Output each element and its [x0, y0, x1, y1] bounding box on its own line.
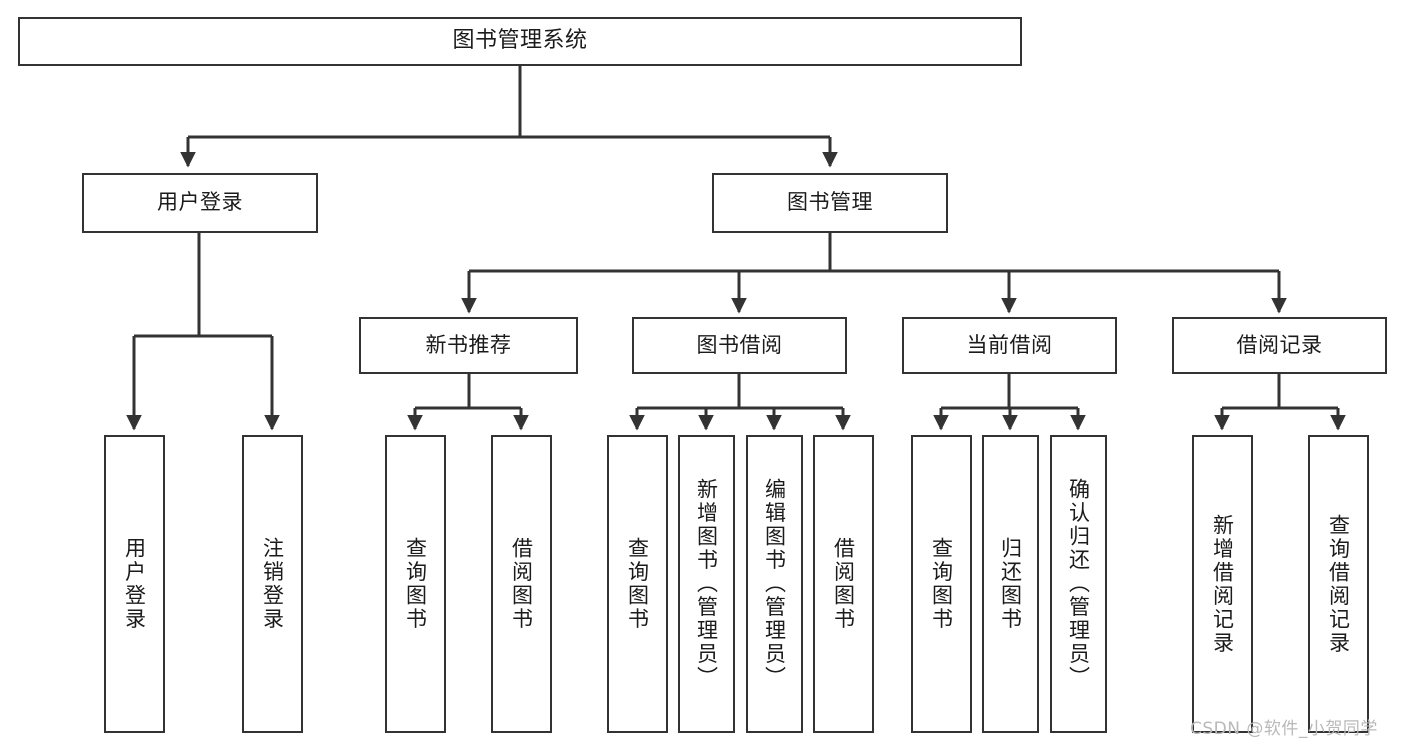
- leaf-borrow-book-2-label: 借阅图书: [831, 537, 856, 631]
- node-new-book-recommend[interactable]: 新书推荐: [359, 317, 578, 374]
- node-user-login-label: 用户登录: [157, 190, 243, 215]
- leaf-edit-book-label: 编辑图书（管理员）: [762, 478, 787, 690]
- leaf-borrow-book-1-label: 借阅图书: [509, 537, 534, 631]
- leaf-return-book[interactable]: 归还图书: [982, 435, 1039, 733]
- node-book-management-label: 图书管理: [787, 190, 873, 215]
- node-root-label: 图书管理系统: [452, 28, 588, 54]
- leaf-borrow-book-2[interactable]: 借阅图书: [813, 435, 874, 733]
- node-current-borrow[interactable]: 当前借阅: [902, 317, 1117, 374]
- leaf-confirm-return-label: 确认归还（管理员）: [1066, 478, 1091, 690]
- node-borrow-record-label: 借阅记录: [1236, 332, 1323, 357]
- leaf-borrow-book-1[interactable]: 借阅图书: [491, 435, 552, 733]
- leaf-add-record-label: 新增借阅记录: [1210, 513, 1235, 655]
- leaf-user-login[interactable]: 用户登录: [104, 435, 165, 733]
- node-borrow-record[interactable]: 借阅记录: [1172, 317, 1387, 374]
- leaf-user-logout-label: 注销登录: [260, 537, 285, 631]
- leaf-user-logout[interactable]: 注销登录: [242, 435, 303, 733]
- node-new-book-recommend-label: 新书推荐: [425, 332, 512, 357]
- leaf-query-book-3-label: 查询图书: [929, 537, 954, 631]
- leaf-query-book-1-label: 查询图书: [403, 537, 428, 631]
- leaf-query-book-3[interactable]: 查询图书: [911, 435, 972, 733]
- leaf-return-book-label: 归还图书: [998, 537, 1023, 631]
- leaf-confirm-return[interactable]: 确认归还（管理员）: [1050, 435, 1107, 733]
- node-book-management[interactable]: 图书管理: [712, 173, 948, 233]
- leaf-query-record[interactable]: 查询借阅记录: [1308, 435, 1369, 733]
- leaf-query-book-2[interactable]: 查询图书: [607, 435, 668, 733]
- leaf-user-login-label: 用户登录: [122, 537, 147, 631]
- node-book-borrow-label: 图书借阅: [696, 332, 783, 357]
- leaf-query-record-label: 查询借阅记录: [1326, 513, 1351, 655]
- node-root[interactable]: 图书管理系统: [18, 17, 1022, 66]
- leaf-query-book-1[interactable]: 查询图书: [385, 435, 446, 733]
- leaf-add-book-label: 新增图书（管理员）: [694, 478, 719, 690]
- leaf-add-record[interactable]: 新增借阅记录: [1192, 435, 1253, 733]
- node-book-borrow[interactable]: 图书借阅: [632, 317, 847, 374]
- csdn-watermark: CSDN @软件_小贺同学: [1190, 719, 1378, 739]
- leaf-add-book[interactable]: 新增图书（管理员）: [678, 435, 735, 733]
- leaf-edit-book[interactable]: 编辑图书（管理员）: [746, 435, 803, 733]
- node-current-borrow-label: 当前借阅: [966, 332, 1053, 357]
- node-user-login[interactable]: 用户登录: [82, 173, 318, 233]
- leaf-query-book-2-label: 查询图书: [625, 537, 650, 631]
